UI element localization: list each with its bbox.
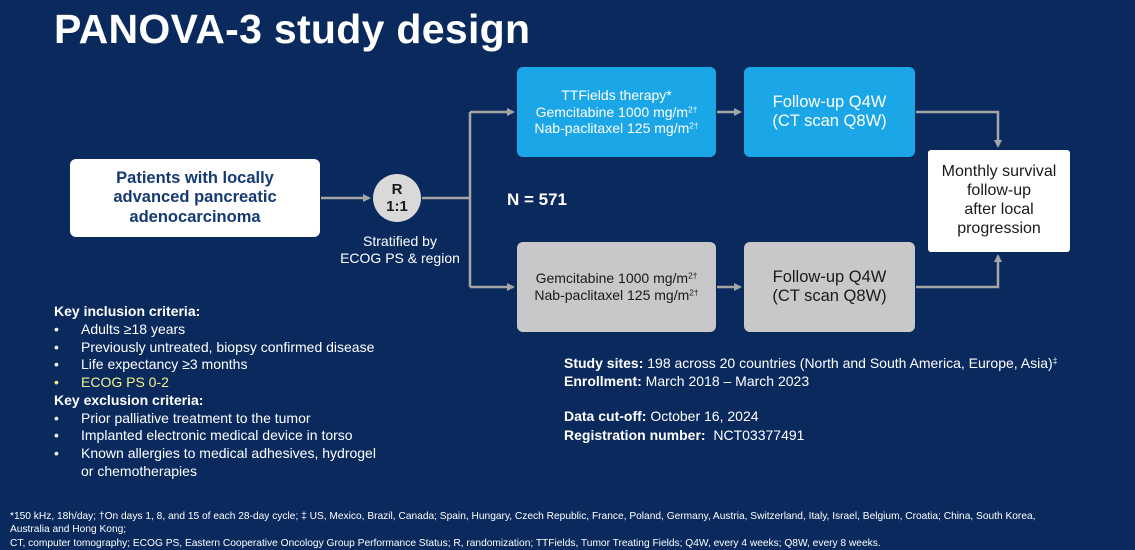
- ttf-arm-line-1: TTFields therapy*: [561, 87, 672, 104]
- ttf-arm-line-3: Nab-paclitaxel 125 mg/m2†: [534, 120, 699, 137]
- stratification-line-1: Stratified by: [363, 233, 437, 249]
- inclusion-heading: Key inclusion criteria:: [54, 303, 201, 319]
- survival-line-3: after local: [964, 201, 1034, 218]
- followup-top-line-1: Follow-up Q4W: [772, 92, 887, 111]
- footnote-line-3: CT, computer tomography; ECOG PS, Easter…: [10, 537, 881, 549]
- stratification-label: Stratified by ECOG PS & region: [330, 233, 470, 267]
- patients-line-3: adenocarcinoma: [129, 207, 261, 226]
- enrollment-row: Enrollment: March 2018 – March 2023: [564, 373, 810, 390]
- randomization-circle: R 1:1: [373, 174, 421, 222]
- inclusion-item: Adults ≥18 years: [54, 321, 454, 339]
- study-sites-row: Study sites: 198 across 20 countries (No…: [564, 355, 1058, 371]
- survival-followup-box: Monthly survival follow-up after local p…: [928, 150, 1070, 252]
- exclusion-item: Implanted electronic medical device in t…: [54, 427, 454, 445]
- exclusion-item-continuation: or chemotherapies: [81, 462, 197, 479]
- exclusion-heading: Key exclusion criteria:: [54, 391, 204, 408]
- inclusion-item: Life expectancy ≥3 months: [54, 356, 454, 374]
- followup-top-line-2: (CT scan Q8W): [772, 112, 887, 130]
- inclusion-list: Adults ≥18 years Previously untreated, b…: [54, 321, 454, 392]
- control-arm-line-1: Gemcitabine 1000 mg/m2†: [535, 270, 698, 287]
- footnote-line-1: *150 kHz, 18h/day; †On days 1, 8, and 15…: [10, 511, 1036, 522]
- patients-line-1: Patients with locally: [116, 168, 274, 187]
- survival-line-2: follow-up: [966, 182, 1032, 200]
- study-info-section: Study sites: 198 across 20 countries (No…: [564, 354, 1124, 444]
- data-cutoff-row: Data cut-off: October 16, 2024: [564, 408, 759, 425]
- randomization-ratio: 1:1: [386, 198, 408, 215]
- ttf-arm-line-2: Gemcitabine 1000 mg/m2†: [535, 103, 698, 120]
- criteria-section: Key inclusion criteria: Adults ≥18 years…: [54, 303, 454, 481]
- registration-row: Registration number: NCT03377491: [564, 426, 805, 443]
- survival-line-4: progression: [957, 219, 1041, 237]
- inclusion-item-highlighted: ECOG PS 0-2: [54, 374, 454, 392]
- footnote: *150 kHz, 18h/day; †On days 1, 8, and 15…: [10, 510, 1128, 550]
- control-arm-box: Gemcitabine 1000 mg/m2† Nab-paclitaxel 1…: [517, 242, 716, 332]
- arrow-followup-top-to-survival: [916, 110, 1002, 148]
- followup-bottom-box: Follow-up Q4W (CT scan Q8W): [744, 242, 915, 332]
- followup-bottom-line-1: Follow-up Q4W: [772, 267, 887, 286]
- footnote-line-2: Australia and Hong Kong;: [10, 524, 127, 536]
- patients-line-2: advanced pancreatic: [113, 188, 277, 207]
- randomization-letter: R: [391, 180, 403, 198]
- sample-size-label: N = 571: [507, 190, 568, 209]
- arrow-followup-bottom-to-survival: [916, 254, 1002, 289]
- control-arm-line-2: Nab-paclitaxel 125 mg/m2†: [534, 287, 699, 303]
- patients-box: Patients with locally advanced pancreati…: [70, 159, 320, 237]
- exclusion-list: Prior palliative treatment to the tumor …: [54, 410, 454, 463]
- followup-bottom-line-2: (CT scan Q8W): [772, 287, 887, 305]
- followup-top-box: Follow-up Q4W (CT scan Q8W): [744, 67, 915, 157]
- ttfields-arm-box: TTFields therapy* Gemcitabine 1000 mg/m2…: [517, 67, 716, 157]
- exclusion-item: Known allergies to medical adhesives, hy…: [54, 445, 454, 463]
- stratification-line-2: ECOG PS & region: [340, 249, 460, 266]
- survival-line-1: Monthly survival: [941, 163, 1057, 181]
- exclusion-item: Prior palliative treatment to the tumor: [54, 410, 454, 428]
- page-title: PANOVA-3 study design: [54, 6, 531, 52]
- inclusion-item: Previously untreated, biopsy confirmed d…: [54, 339, 454, 357]
